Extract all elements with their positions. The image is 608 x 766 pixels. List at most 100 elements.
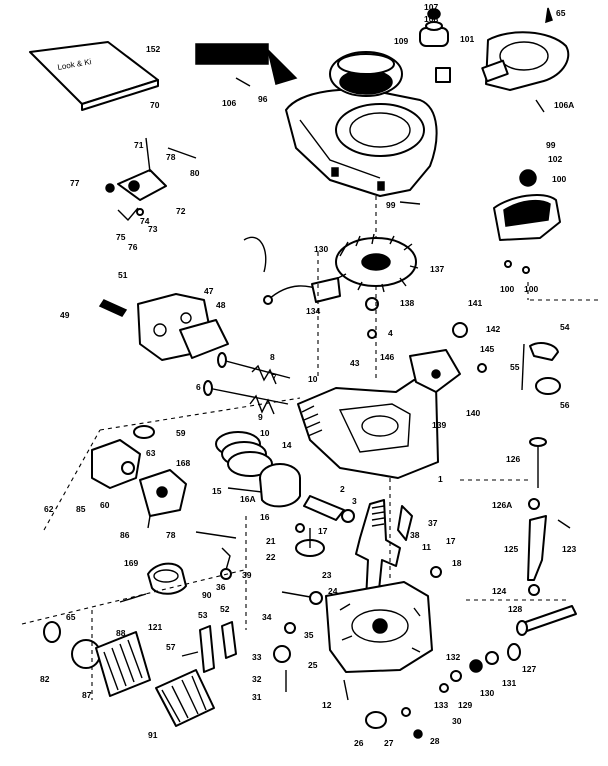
- part-callout-132: 132: [446, 652, 460, 662]
- part-callout-139: 139: [432, 420, 446, 430]
- part-callout-127: 127: [522, 664, 536, 674]
- part-callout-146: 146: [380, 352, 394, 362]
- governor-rod: [195, 531, 237, 580]
- part-callout-6: 6: [196, 382, 201, 392]
- part-callout-24: 24: [328, 586, 338, 596]
- part-callout-109: 109: [394, 36, 408, 46]
- part-callout-134: 134: [306, 306, 320, 316]
- part-callout-100: 100: [552, 174, 566, 184]
- part-callout-38: 38: [410, 530, 420, 540]
- alignment-lines: [21, 196, 600, 700]
- part-callout-131: 131: [502, 678, 516, 688]
- part-callout-106: 106: [222, 98, 236, 108]
- part-callout-30: 30: [452, 716, 462, 726]
- oil-filler-tube: [516, 605, 577, 636]
- part-callout-106a: 106A: [554, 100, 574, 110]
- part-callout-34: 34: [262, 612, 272, 622]
- part-callout-27: 27: [384, 738, 394, 748]
- part-callout-74: 74: [140, 216, 150, 226]
- part-callout-78b: 78: [166, 530, 176, 540]
- part-callout-91: 91: [148, 730, 158, 740]
- fuel-line: [243, 236, 267, 273]
- part-callout-101: 101: [460, 34, 474, 44]
- part-callout-59: 59: [176, 428, 186, 438]
- part-callout-37: 37: [428, 518, 438, 528]
- part-callout-133: 133: [434, 700, 448, 710]
- part-callout-55: 55: [510, 362, 520, 372]
- part-callout-54: 54: [560, 322, 570, 332]
- part-callout-100l: 100: [500, 284, 514, 294]
- part-callout-39: 39: [242, 570, 252, 580]
- part-callout-33: 33: [252, 652, 262, 662]
- cylinder-block: [297, 322, 487, 479]
- cam-gear-parts: [295, 505, 442, 578]
- part-callout-99a: 99: [546, 140, 556, 150]
- part-callout-52: 52: [220, 604, 230, 614]
- part-callout-31: 31: [252, 692, 262, 702]
- part-callout-130b: 130: [480, 688, 494, 698]
- part-callout-3: 3: [352, 496, 357, 506]
- part-callout-2: 2: [340, 484, 345, 494]
- part-callout-17b: 17: [446, 536, 456, 546]
- part-callout-137: 137: [430, 264, 444, 274]
- part-callout-18: 18: [452, 558, 462, 568]
- governor-linkage: [105, 137, 197, 222]
- part-callout-43: 43: [350, 358, 360, 368]
- part-callout-90: 90: [202, 590, 212, 600]
- part-callout-85: 85: [76, 504, 86, 514]
- part-callout-49: 49: [60, 310, 70, 320]
- part-callout-130: 130: [314, 244, 328, 254]
- part-callout-57: 57: [166, 642, 176, 652]
- part-callout-28: 28: [430, 736, 440, 746]
- shroud-panel: [493, 169, 561, 274]
- part-callout-35: 35: [304, 630, 314, 640]
- part-callout-70: 70: [150, 100, 160, 110]
- part-callout-21: 21: [266, 536, 276, 546]
- part-callout-65: 65: [556, 8, 566, 18]
- part-callout-71: 71: [134, 140, 144, 150]
- part-callout-12: 12: [322, 700, 332, 710]
- part-callout-77: 77: [70, 178, 80, 188]
- part-callout-32: 32: [252, 674, 262, 684]
- part-callout-87: 87: [82, 690, 92, 700]
- carburetor: [121, 461, 187, 529]
- part-callout-56: 56: [560, 400, 570, 410]
- part-callout-72: 72: [176, 206, 186, 216]
- part-callout-53: 53: [198, 610, 208, 620]
- ignition-module: [263, 277, 341, 305]
- air-cleaner-body: [91, 425, 155, 489]
- part-callout-142: 142: [486, 324, 500, 334]
- part-callout-47: 47: [204, 286, 214, 296]
- part-callout-96: 96: [258, 94, 268, 104]
- part-callout-86: 86: [120, 530, 130, 540]
- part-callout-26: 26: [354, 738, 364, 748]
- blower-housing: [285, 88, 438, 197]
- part-callout-60: 60: [100, 500, 110, 510]
- part-callout-76: 76: [128, 242, 138, 252]
- part-callout-88: 88: [116, 628, 126, 638]
- part-callout-15: 15: [212, 486, 222, 496]
- warning-decal-arrow: [195, 43, 298, 85]
- piston: [227, 463, 301, 508]
- part-callout-62: 62: [44, 504, 54, 514]
- sump-base: [325, 581, 433, 673]
- part-callout-73: 73: [148, 224, 158, 234]
- part-callout-169: 169: [124, 558, 138, 568]
- part-callout-100r: 100: [524, 284, 538, 294]
- connecting-rod: [303, 495, 355, 523]
- part-callout-121: 121: [148, 622, 162, 632]
- part-callout-36: 36: [216, 582, 226, 592]
- part-callout-75: 75: [116, 232, 126, 242]
- part-callout-17a: 17: [318, 526, 328, 536]
- part-callout-168: 168: [176, 458, 190, 468]
- cam-shaft: [281, 591, 323, 605]
- part-callout-65b: 65: [66, 612, 76, 622]
- part-callout-145: 145: [480, 344, 494, 354]
- part-callout-129: 129: [458, 700, 472, 710]
- owners-manual: Look & Ki: [29, 41, 159, 111]
- washers-mid: [365, 297, 379, 339]
- part-callout-125: 125: [504, 544, 518, 554]
- part-callout-123: 123: [562, 544, 576, 554]
- part-callout-51: 51: [118, 270, 128, 280]
- part-callout-78: 78: [166, 152, 176, 162]
